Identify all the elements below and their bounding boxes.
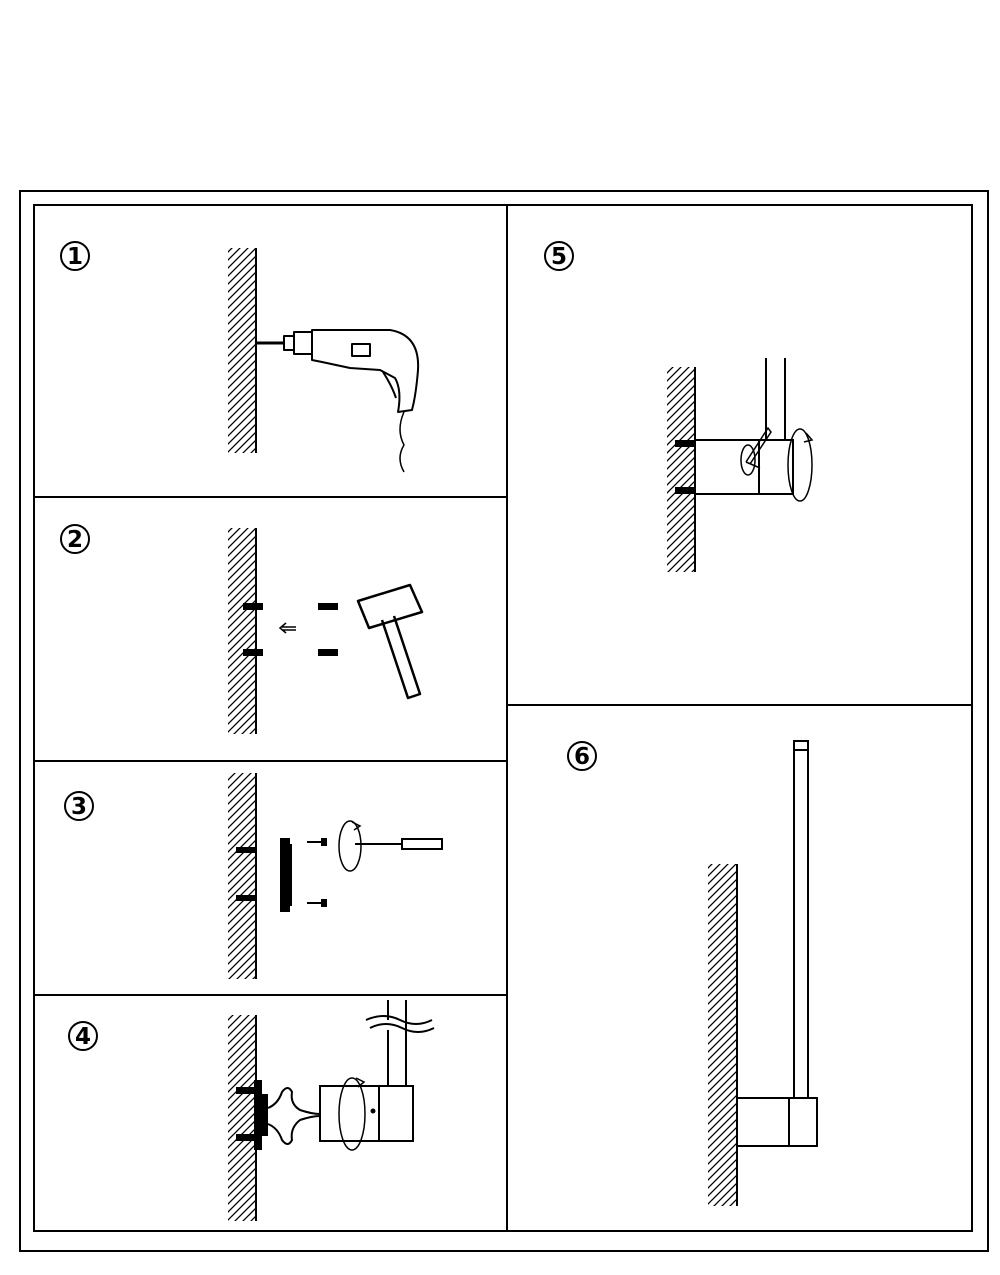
step-badge-2: 2 xyxy=(60,524,90,554)
wall-anchor-icon xyxy=(236,1080,268,1150)
outer-frame xyxy=(19,190,989,1252)
wall-step-5 xyxy=(667,367,696,572)
hammer-icon xyxy=(356,583,424,700)
wall-step-2 xyxy=(228,528,257,734)
step-number-6: 6 xyxy=(574,744,590,770)
wall-step-6 xyxy=(708,864,738,1206)
rotate-arrow-icon xyxy=(740,428,814,502)
wall-anchor-icon xyxy=(675,440,695,494)
screwdriver-icon xyxy=(355,838,443,850)
step-number-1: 1 xyxy=(67,244,83,270)
installed-lamp-icon xyxy=(736,740,818,1147)
wall-anchor-icon xyxy=(243,603,338,656)
step-number-3: 3 xyxy=(71,794,87,820)
wall-step-1 xyxy=(228,248,257,453)
wall-step-4 xyxy=(228,1015,257,1221)
step-badge-6: 6 xyxy=(567,741,597,771)
mounting-bracket-icon xyxy=(267,1087,321,1145)
step-badge-3: 3 xyxy=(64,791,94,821)
step-number-2: 2 xyxy=(67,527,83,553)
allen-key-icon xyxy=(745,426,772,469)
step-badge-1: 1 xyxy=(60,241,90,271)
screw-icon xyxy=(307,838,327,907)
lamp-body-icon xyxy=(319,1000,435,1142)
step-badge-5: 5 xyxy=(544,241,574,271)
rotate-arrow-icon xyxy=(338,820,362,872)
step-badge-4: 4 xyxy=(68,1021,98,1051)
mounting-plate-icon xyxy=(280,838,292,912)
arrow-left-icon xyxy=(278,622,296,634)
wall-anchor-icon xyxy=(236,847,256,901)
step-number-4: 4 xyxy=(75,1024,91,1050)
step-number-5: 5 xyxy=(551,244,567,270)
drill-icon xyxy=(256,329,420,473)
panel-grid xyxy=(33,204,973,1232)
rotate-arrow-icon xyxy=(338,1077,366,1151)
wall-step-3 xyxy=(228,773,257,979)
